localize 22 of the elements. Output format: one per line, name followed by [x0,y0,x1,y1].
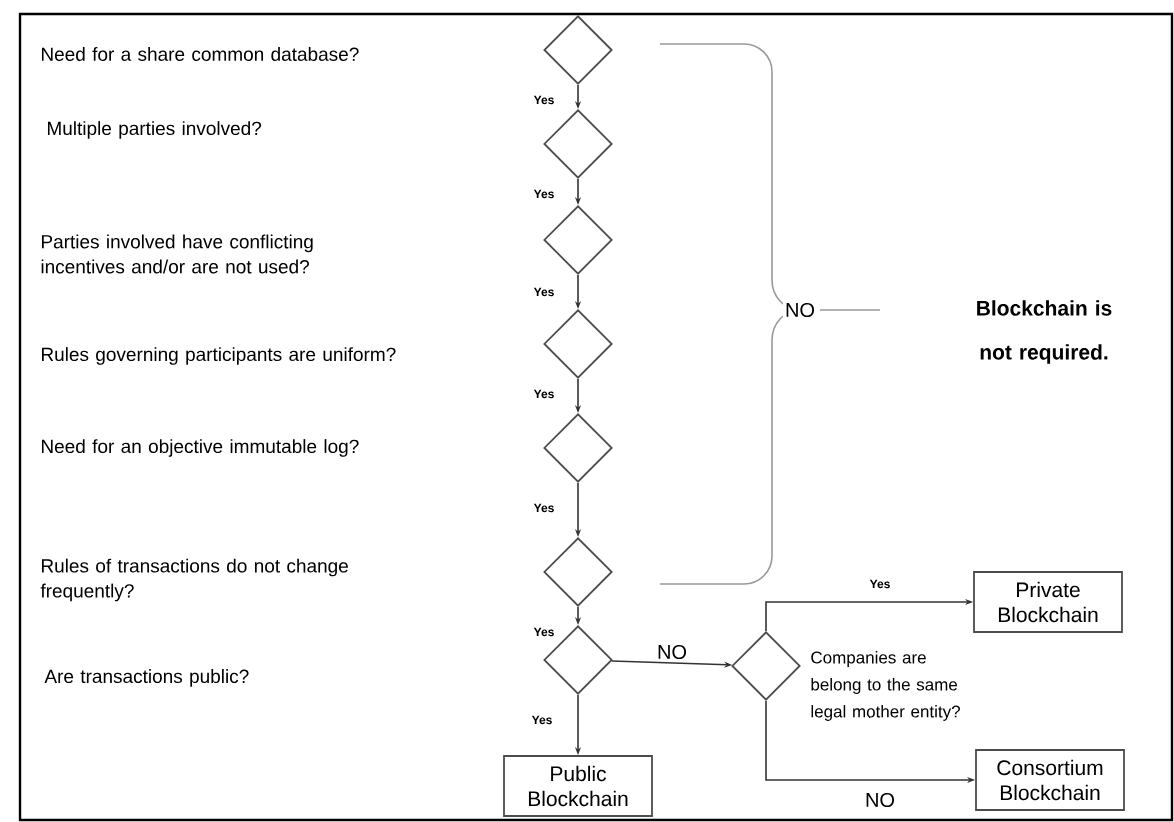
result-box: Private Blockchain [973,571,1123,633]
question-text: Multiple parties involved? [48,121,262,139]
question-text: Parties involved have conflicting incentives and/or are not used? [41,234,313,274]
edge-label: NO [655,642,689,662]
question-text: Need for a share common database? [42,47,359,61]
question-text: Rules governing participants are uniform? [42,347,396,365]
brace-label: NO [783,300,817,320]
decision-diamond [543,109,613,179]
result-box: Public Blockchain [503,755,653,817]
decision-diamond [543,537,613,607]
decision-diamond [543,413,613,483]
decision-diamond [543,205,613,275]
question-text: Are transactions public? [44,669,249,687]
decision-diamond [543,309,613,379]
decision-diamond [543,15,613,85]
question-text: Need for an objective immutable log? [42,439,359,457]
result-box: Consortium Blockchain [975,749,1125,811]
edge-label: NO [863,790,897,810]
question-text: Rules of transactions do not change frequently? [40,558,348,602]
question-text: Companies are belong to the same legal mother entity? [811,651,960,721]
conclusion-text: Blockchain is not required. [977,300,1112,364]
decision-diamond [731,631,801,701]
